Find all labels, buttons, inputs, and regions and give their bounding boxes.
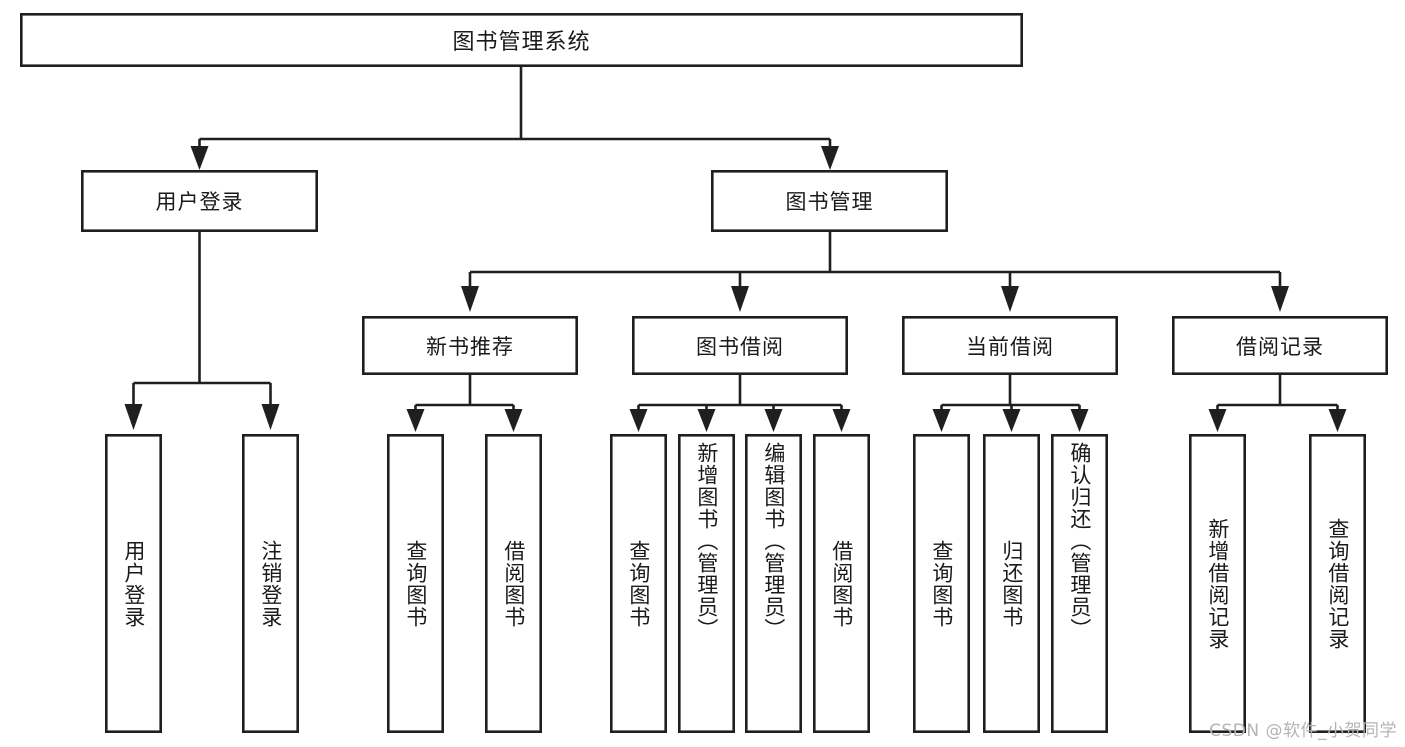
- arrow-head-icon: [731, 286, 749, 312]
- arrow-head-icon: [1002, 409, 1021, 432]
- arrow-head-icon: [1328, 409, 1347, 432]
- leaf-box-query-book-recommend[interactable]: [386, 433, 444, 733]
- arrow-head-icon: [629, 409, 648, 432]
- connector-new-book-recommend-to-leaves: [406, 375, 523, 432]
- watermark-text: CSDN @软件_小贺同学: [1209, 721, 1397, 741]
- leaf-box-query-book-borrow[interactable]: [609, 433, 667, 733]
- arrow-head-icon: [406, 409, 425, 432]
- node-current-borrow-box[interactable]: [901, 315, 1118, 375]
- arrow-head-icon: [261, 404, 280, 430]
- node-new-book-recommend-box[interactable]: [361, 315, 578, 375]
- arrow-head-icon: [461, 286, 479, 312]
- leaf-box-logout[interactable]: [242, 433, 300, 733]
- node-book-borrow-box[interactable]: [631, 315, 848, 375]
- arrow-head-icon: [1271, 286, 1289, 312]
- arrow-head-icon: [932, 409, 951, 432]
- node-borrow-record-box[interactable]: [1172, 315, 1389, 375]
- leaf-box-confirm-return-admin[interactable]: [1051, 433, 1109, 733]
- leaf-box-borrow-book-recommend[interactable]: [484, 433, 542, 733]
- connector-user-login-to-leaves: [124, 232, 280, 430]
- arrow-head-icon: [190, 146, 209, 170]
- leaf-box-query-borrow-record[interactable]: [1309, 433, 1367, 733]
- arrow-head-icon: [821, 146, 839, 170]
- arrow-head-icon: [1208, 409, 1227, 432]
- connector-current-borrow-to-leaves: [932, 375, 1089, 432]
- arrow-head-icon: [1070, 409, 1089, 432]
- arrow-head-icon: [832, 409, 851, 432]
- node-root-box[interactable]: [19, 13, 1024, 68]
- leaf-box-add-book-admin[interactable]: [677, 433, 735, 733]
- connector-borrow-record-to-leaves: [1208, 375, 1347, 432]
- connector-book-borrow-to-leaves: [629, 375, 851, 432]
- node-user-login-box[interactable]: [81, 170, 318, 233]
- leaf-box-query-book-current[interactable]: [912, 433, 970, 733]
- arrow-head-icon: [504, 409, 523, 432]
- leaf-box-return-book[interactable]: [982, 433, 1040, 733]
- leaf-box-edit-book-admin[interactable]: [744, 433, 802, 733]
- connector-root-to-level2: [190, 67, 839, 170]
- leaf-box-user-login[interactable]: [105, 433, 163, 733]
- connector-book-management-to-level3: [461, 232, 1289, 312]
- leaf-box-borrow-book[interactable]: [812, 433, 870, 733]
- arrow-head-icon: [764, 409, 783, 432]
- arrow-head-icon: [1001, 286, 1019, 312]
- node-book-management-box[interactable]: [710, 170, 948, 233]
- arrow-head-icon: [697, 409, 716, 432]
- leaf-box-add-borrow-record[interactable]: [1189, 433, 1247, 733]
- arrow-head-icon: [124, 404, 143, 430]
